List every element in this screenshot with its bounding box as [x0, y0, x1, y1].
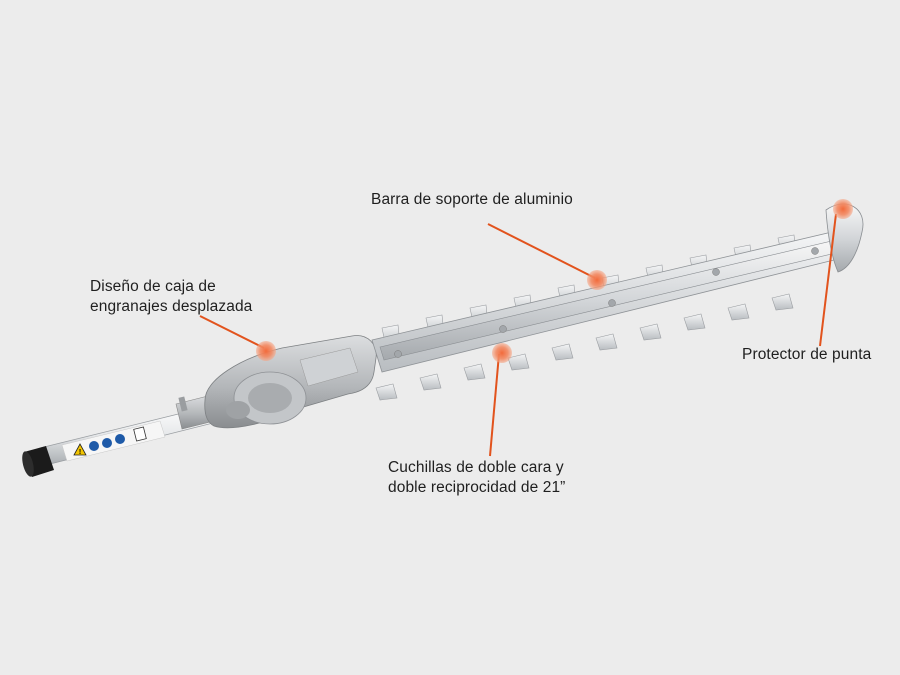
callout-tip-guard: Protector de punta [742, 345, 871, 365]
marker-support-bar [587, 270, 607, 290]
callout-markers [256, 199, 853, 363]
callout-gearbox-line1: Diseño de caja de [90, 278, 216, 295]
eye-protection-icon [89, 441, 99, 451]
callout-blades-line2: doble reciprocidad de 21” [388, 479, 566, 496]
callout-gearbox-line2: engranajes desplazada [90, 298, 253, 315]
marker-tip-guard [833, 199, 853, 219]
lower-teeth [375, 293, 794, 401]
shaft-end-cap [22, 446, 54, 477]
gearbox-housing [204, 335, 377, 429]
callout-blades: Cuchillas de doble cara y doble reciproc… [388, 458, 565, 498]
callout-gearbox: Diseño de caja de engranajes desplazada [90, 277, 252, 317]
callout-blades-line1: Cuchillas de doble cara y [388, 459, 564, 476]
leader-lines [199, 213, 837, 457]
cutter-bar-assembly [371, 231, 843, 401]
marker-blades [492, 343, 512, 363]
callout-support-bar-text: Barra de soporte de aluminio [371, 191, 573, 208]
svg-text:!: ! [79, 449, 81, 456]
callout-tip-guard-text: Protector de punta [742, 346, 872, 363]
warning-icon: ! [73, 443, 87, 456]
callout-support-bar: Barra de soporte de aluminio [371, 190, 573, 210]
safety-icons: ! [73, 426, 147, 456]
marker-gearbox [256, 341, 276, 361]
hand-protection-icon [115, 434, 125, 444]
read-manual-icon [133, 426, 147, 442]
rivets [394, 247, 819, 358]
ear-protection-icon [102, 438, 112, 448]
